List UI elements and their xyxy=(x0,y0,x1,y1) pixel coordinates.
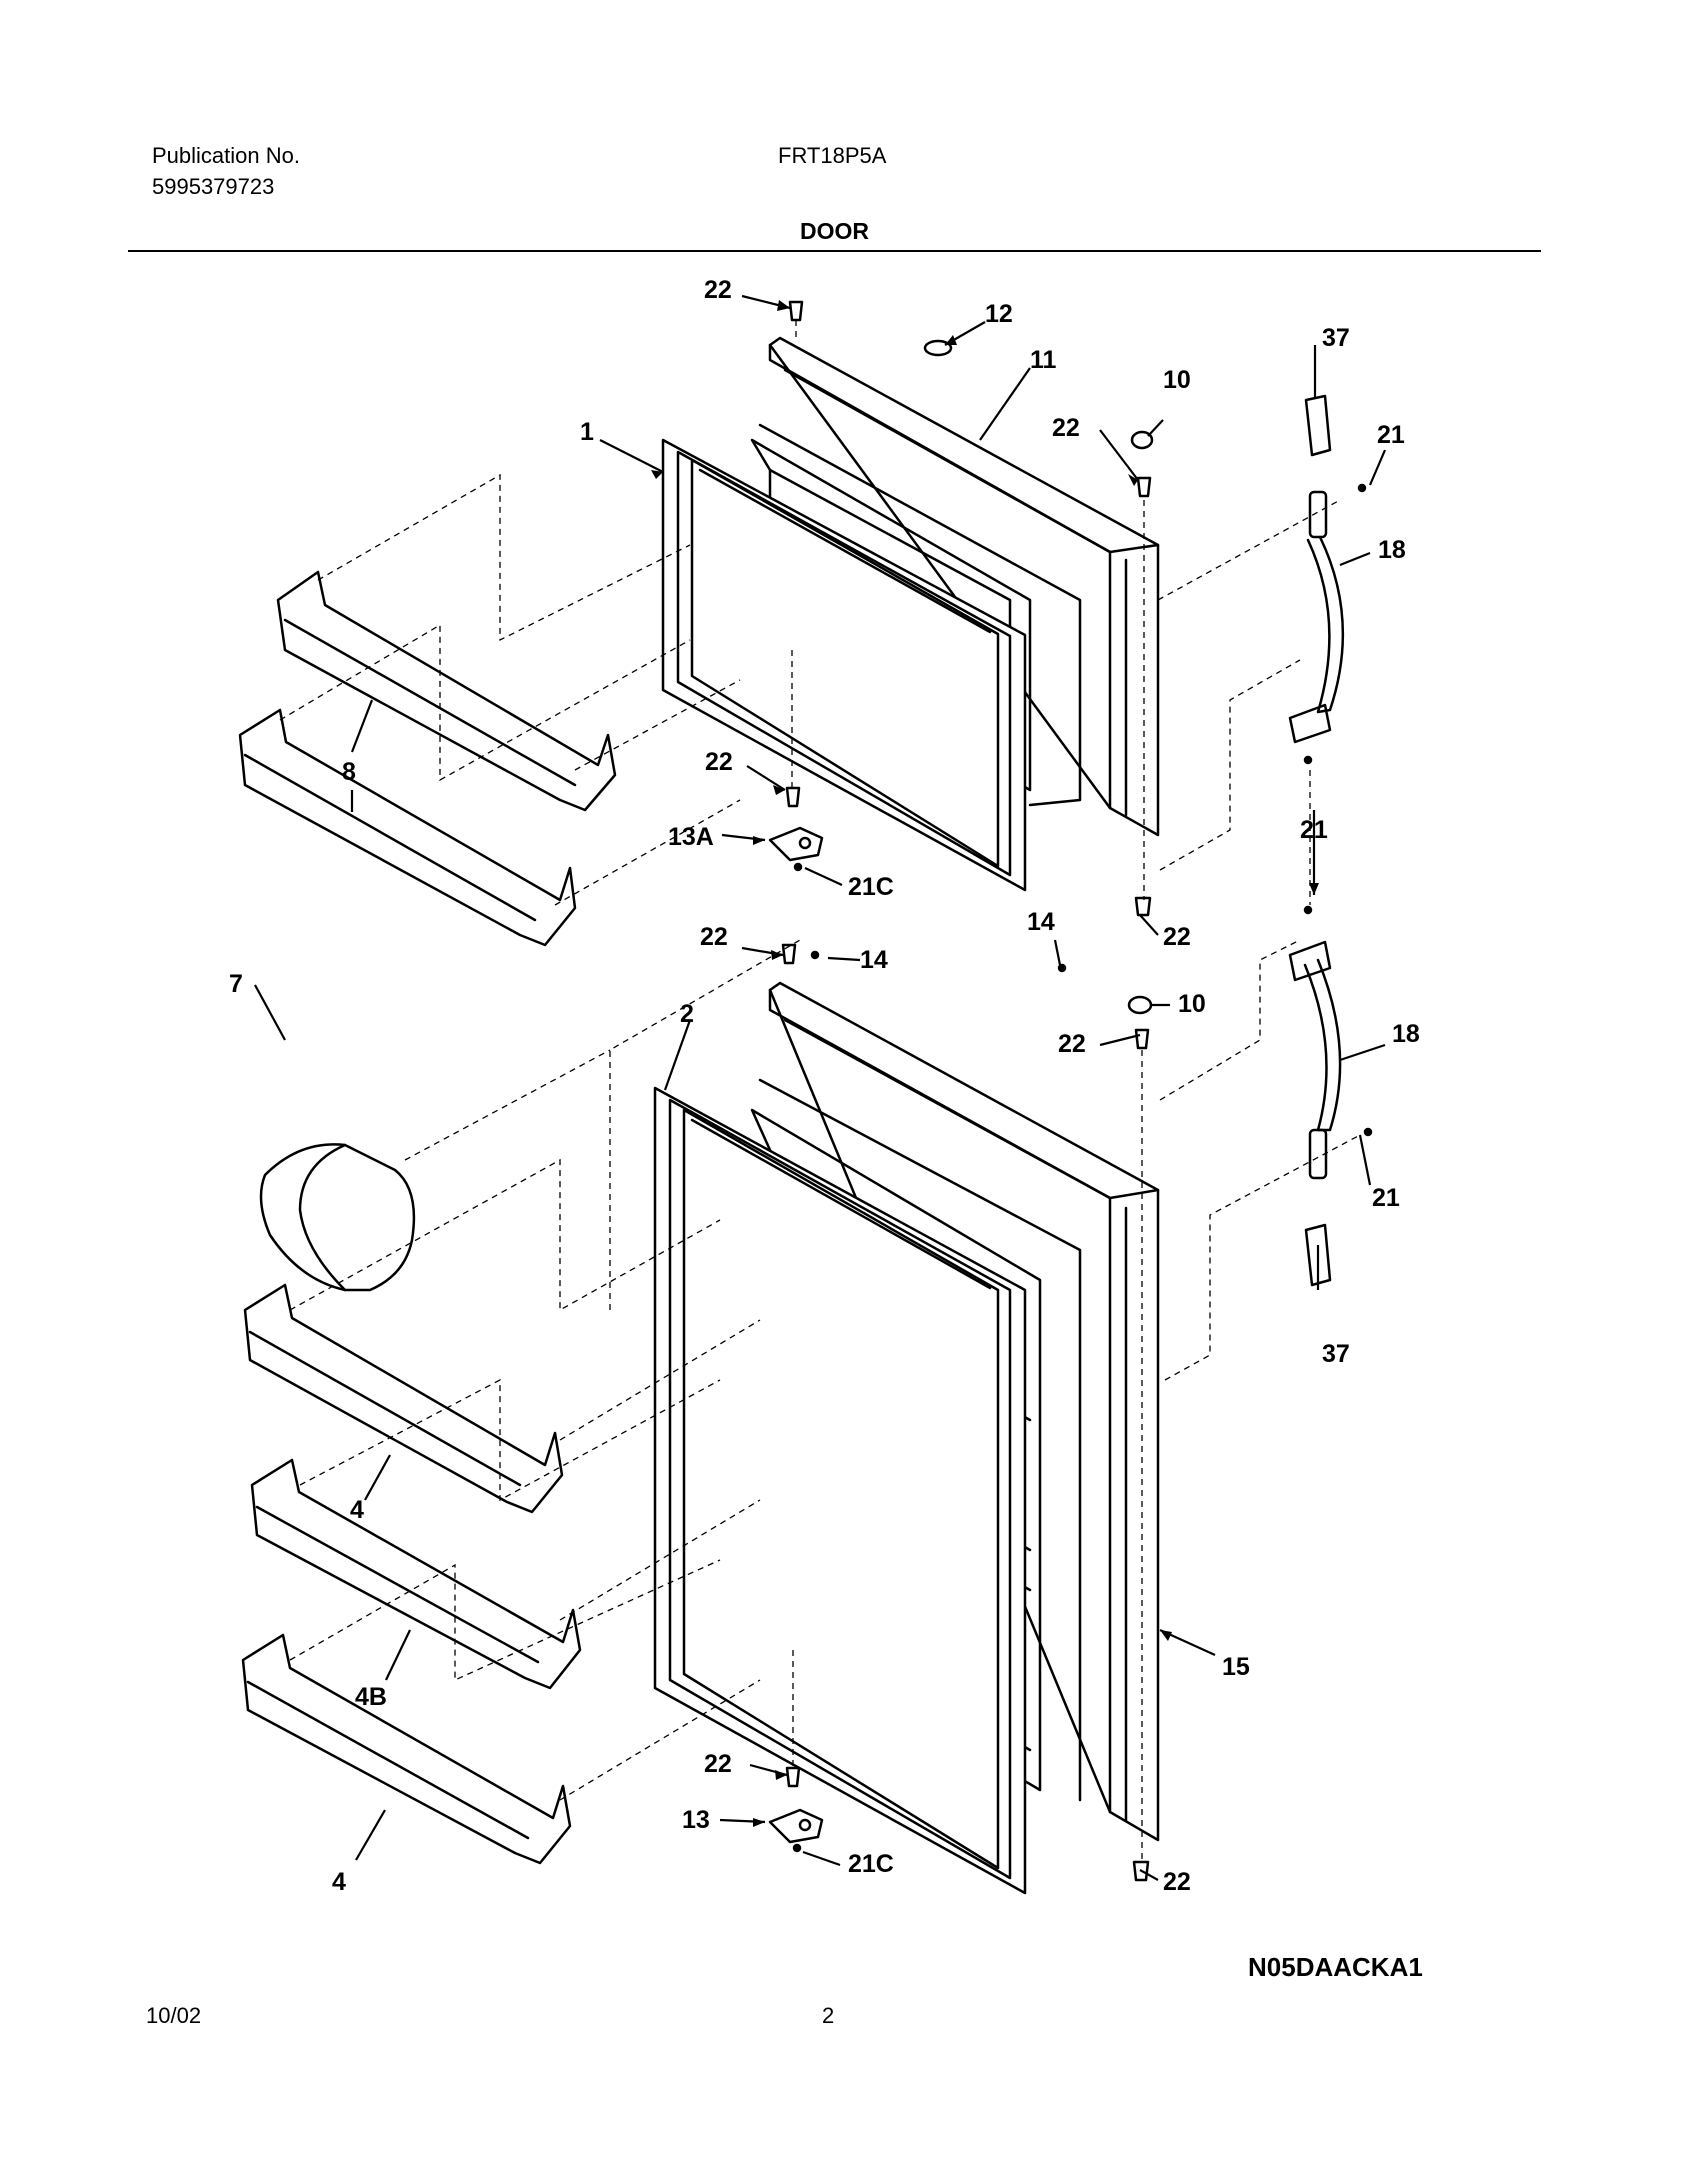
publication-number: 5995379723 xyxy=(152,174,275,199)
shelf-8-upper xyxy=(276,570,617,812)
leader-arrowheads xyxy=(651,300,1319,1827)
callout-2: 2 xyxy=(680,1000,694,1028)
screws-21 xyxy=(792,483,1373,1853)
hinge-13 xyxy=(768,1808,824,1844)
shelf-4-upper xyxy=(243,1283,564,1514)
callout-7: 7 xyxy=(229,970,243,998)
freezer-door-outer-panel xyxy=(758,336,1160,837)
callout-21: 21 xyxy=(1300,816,1328,844)
publication-label: Publication No. xyxy=(152,143,300,168)
callout-4B: 4B xyxy=(355,1683,387,1711)
callout-37: 37 xyxy=(1322,324,1350,352)
callout-21: 21 xyxy=(1372,1184,1400,1212)
callout-22: 22 xyxy=(1052,414,1080,442)
callout-18: 18 xyxy=(1378,536,1406,564)
callout-22: 22 xyxy=(705,748,733,776)
handle-18-upper xyxy=(1288,490,1345,744)
shelf-8-lower xyxy=(238,708,577,947)
callout-22: 22 xyxy=(1058,1030,1086,1058)
callout-4: 4 xyxy=(350,1496,364,1524)
callout-1: 1 xyxy=(580,418,594,446)
handle-18-lower xyxy=(1288,940,1342,1180)
leader-lines xyxy=(254,294,1387,1881)
callout-22: 22 xyxy=(704,1750,732,1778)
shelf-4-lower xyxy=(241,1633,572,1865)
diagram-code: N05DAACKA1 xyxy=(1248,1952,1423,1982)
callout-10: 10 xyxy=(1178,990,1206,1018)
handle-end-cap-37-lower xyxy=(1304,1223,1332,1287)
callout-11: 11 xyxy=(1030,346,1057,374)
callout-22: 22 xyxy=(1163,923,1191,951)
alignment-lines xyxy=(279,320,1361,1860)
callout-10: 10 xyxy=(1163,366,1191,394)
callout-12: 12 xyxy=(985,300,1013,328)
callout-37: 37 xyxy=(1322,1340,1350,1368)
callout-22: 22 xyxy=(704,276,732,304)
callout-13A: 13A xyxy=(668,823,714,851)
handle-end-cap-37-upper xyxy=(1304,394,1332,457)
header-divider xyxy=(128,250,1541,252)
callout-8: 8 xyxy=(342,758,356,786)
plugs-10-12 xyxy=(923,339,1154,1015)
callout-15: 15 xyxy=(1222,1653,1250,1681)
hinge-13A xyxy=(768,826,824,862)
shelf-4B xyxy=(250,1458,582,1690)
callout-22: 22 xyxy=(700,923,728,951)
model-number: FRT18P5A xyxy=(778,143,887,168)
callout-21C: 21C xyxy=(848,873,894,901)
section-title: DOOR xyxy=(800,218,869,244)
callout-18: 18 xyxy=(1392,1020,1420,1048)
callout-13: 13 xyxy=(682,1806,710,1834)
page-number: 2 xyxy=(822,2003,835,2028)
callout-14: 14 xyxy=(860,946,888,974)
callout-21C: 21C xyxy=(848,1850,894,1878)
callout-4: 4 xyxy=(332,1868,346,1896)
callout-21: 21 xyxy=(1377,421,1405,449)
screw-plugs-22 xyxy=(781,300,1152,1882)
fresh-food-door-gasket xyxy=(653,1086,1027,1895)
footer-date: 10/02 xyxy=(146,2003,202,2028)
freezer-door-gasket xyxy=(661,438,1027,892)
dairy-door-7 xyxy=(259,1143,416,1292)
callout-22: 22 xyxy=(1163,1868,1191,1896)
callout-14: 14 xyxy=(1027,908,1055,936)
